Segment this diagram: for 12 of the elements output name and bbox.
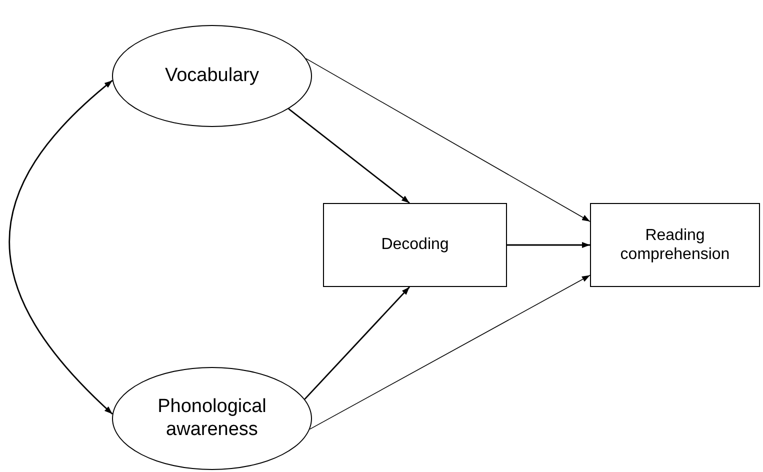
- arrow: [309, 274, 590, 430]
- arrow: [507, 242, 590, 248]
- variable-box: [323, 203, 507, 287]
- node-label: Vocabulary: [164, 64, 260, 88]
- arrow: [288, 108, 410, 204]
- curved-arrow: [8, 80, 113, 415]
- node-label: Reading comprehension: [619, 226, 731, 264]
- node-label: Decoding: [380, 235, 450, 255]
- node-label: Phonological awareness: [156, 396, 268, 442]
- variable-box: [590, 203, 760, 287]
- arrow: [304, 286, 410, 400]
- arrow: [306, 58, 590, 222]
